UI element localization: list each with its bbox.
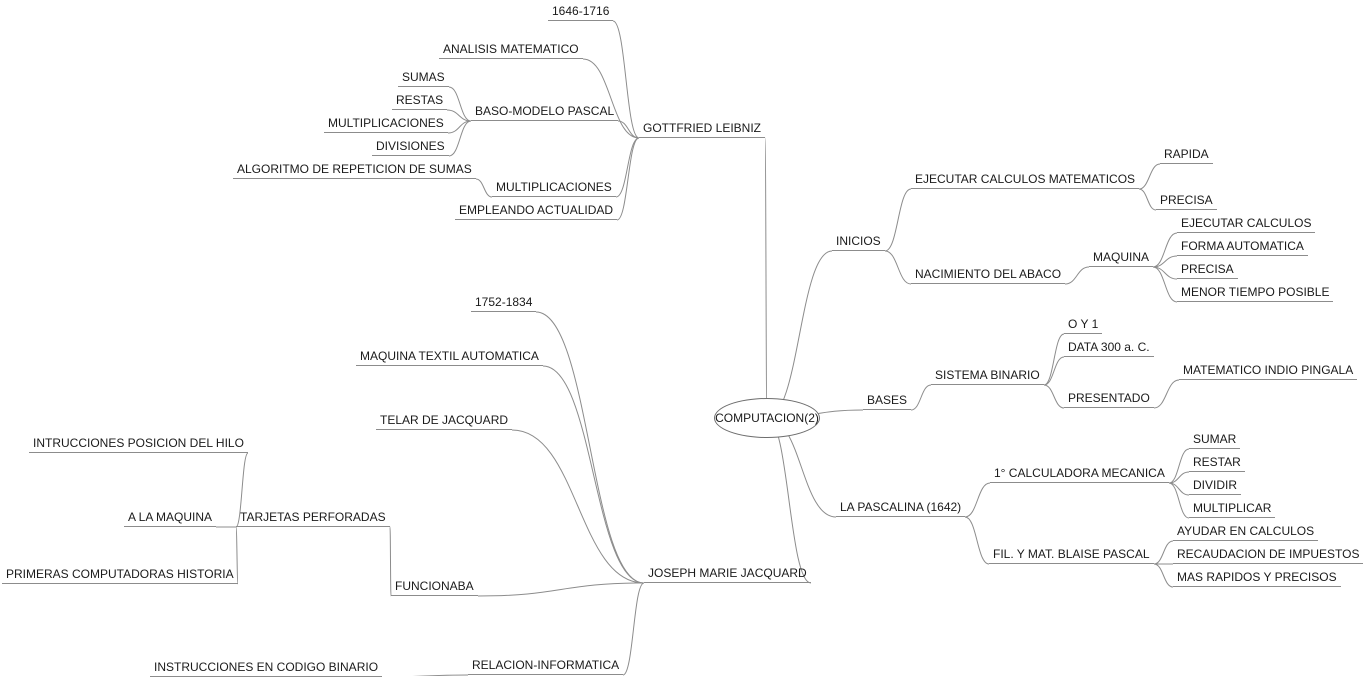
connector-jacquard-j_maquina [542, 365, 645, 584]
connector-b_sistema-b_oy1 [1043, 333, 1065, 386]
connector-p_calc-p_multiplicar [1168, 482, 1190, 519]
topic-calculadora-mecanica[interactable]: 1° CALCULADORA MECANICA [990, 466, 1169, 483]
topic-leibniz-years[interactable]: 1646-1716 [548, 4, 614, 21]
connector-leibniz-l_baso [617, 120, 640, 139]
connector-l_multiplicaciones-l_algoritmo [475, 178, 493, 198]
topic-o-y-1[interactable]: O Y 1 [1064, 317, 1103, 334]
topic-instrucciones-codigo-binario[interactable]: INSTRUCCIONES EN CODIGO BINARIO [150, 660, 383, 677]
topic-fil-y-mat-blaise-pascal[interactable]: FIL. Y MAT. BLAISE PASCAL [989, 547, 1154, 564]
topic-tarjetas-perforadas[interactable]: TARJETAS PERFORADAS [236, 510, 390, 527]
connector-p_fil-p_mas [1153, 563, 1174, 588]
topic-divisiones[interactable]: DIVISIONES [372, 139, 449, 156]
topic-matematico-indio-pingala[interactable]: MATEMATICO INDIO PINGALA [1179, 363, 1358, 380]
topic-ejecutar-calculos[interactable]: EJECUTAR CALCULOS [1177, 216, 1316, 233]
connector-i_nacimiento-i_maquina [1064, 266, 1090, 285]
topic-bases[interactable]: BASES [863, 393, 912, 410]
connector-b_sistema-b_data [1043, 356, 1065, 386]
connector-i_maquina-i_ejec_calc [1152, 232, 1178, 268]
connector-jacquard-j_years [535, 311, 645, 584]
connector-b_presentado-b_pingala [1153, 379, 1180, 409]
connector-root-jacquard [766, 417, 812, 584]
connector-j_funcionaba-j_tarjetas [389, 526, 392, 597]
topic-a-la-maquina[interactable]: A LA MAQUINA [124, 510, 217, 527]
topic-ejecutar-calculos-matematicos[interactable]: EJECUTAR CALCULOS MATEMATICOS [911, 172, 1140, 189]
connector-i_ejecutar-i_rapida [1138, 163, 1161, 190]
topic-jacquard-years[interactable]: 1752-1834 [471, 295, 537, 312]
connector-root-inicios [766, 250, 833, 419]
connector-pascalina-p_calc [964, 482, 991, 518]
topic-relacion-informatica[interactable]: RELACION-INFORMATICA [468, 658, 624, 675]
topic-la-pascalina[interactable]: LA PASCALINA (1642) [836, 500, 966, 517]
topic-telar-de-jacquard[interactable]: TELAR DE JACQUARD [376, 413, 513, 430]
connector-p_calc-p_sumar [1168, 448, 1190, 484]
connector-i_maquina-i_menor [1152, 266, 1178, 303]
connector-pascalina-p_fil [964, 516, 990, 565]
topic-menor-tiempo-posible[interactable]: MENOR TIEMPO POSIBLE [1177, 285, 1334, 302]
topic-instrucciones-posicion-hilo[interactable]: INTRUCCIONES POSICION DEL HILO [29, 436, 248, 453]
topic-rapida[interactable]: RAPIDA [1160, 147, 1213, 164]
topic-presentado[interactable]: PRESENTADO [1064, 391, 1154, 408]
connector-leibniz-l_analisis [582, 58, 640, 139]
connector-inicios-i_ejecutar [884, 188, 912, 252]
topic-baso-modelo-pascal[interactable]: BASO-MODELO PASCAL [471, 104, 619, 121]
topic-empleando-actualidad[interactable]: EMPLEANDO ACTUALIDAD [455, 203, 618, 220]
connector-p_calc-p_restar [1168, 471, 1190, 484]
topic-joseph-marie-jacquard[interactable]: JOSEPH MARIE JACQUARD [644, 566, 811, 583]
topic-maquina[interactable]: MAQUINA [1089, 250, 1154, 267]
connector-i_ejecutar-i_precisa [1138, 188, 1157, 211]
topic-ayudar-en-calculos[interactable]: AYUDAR EN CALCULOS [1173, 524, 1319, 541]
connector-l_baso-l_divisiones [448, 120, 472, 157]
topic-sistema-binario[interactable]: SISTEMA BINARIO [931, 368, 1044, 385]
topic-algoritmo-repeticion-sumas[interactable]: ALGORITMO DE REPETICION DE SUMAS [233, 162, 476, 179]
topic-precisa-maquina[interactable]: PRECISA [1177, 262, 1238, 279]
topic-multiplicaciones[interactable]: MULTIPLICACIONES [492, 180, 616, 197]
connector-leibniz-l_multiplicaciones [615, 137, 640, 198]
connector-jacquard-j_funcionaba [477, 582, 645, 597]
connector-jacquard-j_relacion [622, 582, 645, 676]
topic-maquina-textil-automatica[interactable]: MAQUINA TEXTIL AUTOMATICA [356, 349, 543, 366]
connector-l_baso-l_sumas [448, 86, 472, 122]
topic-multiplicar[interactable]: MULTIPLICAR [1189, 501, 1276, 518]
topic-analisis-matematico[interactable]: ANALISIS MATEMATICO [439, 42, 583, 59]
topic-sumas[interactable]: SUMAS [398, 70, 449, 87]
connector-b_sistema-b_presentado [1043, 384, 1065, 409]
topic-inicios[interactable]: INICIOS [832, 234, 885, 251]
connector-leibniz-l_years [612, 20, 640, 139]
topic-primeras-computadoras-historia[interactable]: PRIMERAS COMPUTADORAS HISTORIA [2, 567, 238, 584]
connector-root-leibniz [764, 137, 768, 419]
topic-restas[interactable]: RESTAS [392, 93, 448, 110]
topic-nacimiento-del-abaco[interactable]: NACIMIENTO DEL ABACO [911, 267, 1066, 284]
topic-dividir[interactable]: DIVIDIR [1189, 478, 1242, 495]
connector-inicios-i_nacimiento [884, 250, 912, 285]
topic-mas-rapidos-y-precisos[interactable]: MAS RAPIDOS Y PRECISOS [1173, 570, 1341, 587]
connector-leibniz-l_empleando [616, 137, 640, 221]
topic-gottfried-leibniz[interactable]: GOTTFRIED LEIBNIZ [639, 121, 766, 138]
topic-precisa[interactable]: PRECISA [1156, 193, 1217, 210]
topic-data-300-ac[interactable]: DATA 300 a. C. [1064, 340, 1154, 357]
connector-l_baso-l_restas [446, 109, 472, 122]
connector-p_fil-p_ayudar [1153, 540, 1174, 565]
topic-recaudacion-de-impuestos[interactable]: RECAUDACION DE IMPUESTOS [1173, 547, 1363, 564]
connector-j_relacion-j_codigo [413, 674, 469, 676]
connector-jacquard-j_telar [511, 429, 645, 584]
connector-i_maquina-i_forma [1152, 255, 1178, 268]
topic-sumar[interactable]: SUMAR [1189, 432, 1241, 449]
root-topic[interactable]: COMPUTACION(2) [714, 398, 820, 438]
topic-forma-automatica[interactable]: FORMA AUTOMATICA [1177, 239, 1308, 256]
topic-restar[interactable]: RESTAR [1189, 455, 1245, 472]
connector-j_tarjetas-j_instrucciones_pos [235, 452, 249, 528]
connector-bases-b_sistema [910, 384, 932, 411]
topic-funcionaba[interactable]: FUNCIONABA [391, 579, 478, 596]
connector-j_tarjetas-j_primeras [235, 526, 239, 585]
topic-multiplicaciones-operacion[interactable]: MULTIPLICACIONES [324, 116, 448, 133]
